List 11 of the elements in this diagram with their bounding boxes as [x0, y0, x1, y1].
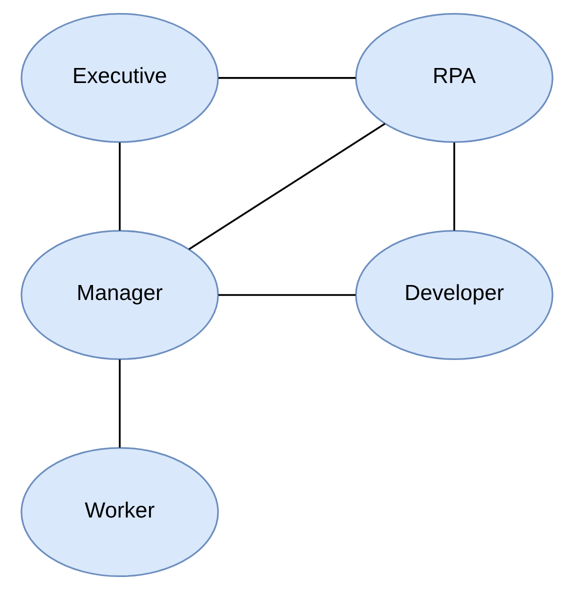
- node-ellipse: Executive: [20, 12, 218, 143]
- node-ellipse: RPA: [354, 12, 553, 143]
- node-ellipse: Worker: [20, 447, 218, 578]
- connector: [118, 360, 120, 448]
- connector: [118, 142, 120, 231]
- connector: [452, 142, 455, 231]
- connector: [218, 77, 356, 79]
- node-ellipse: Manager: [20, 230, 218, 360]
- connector: [218, 294, 356, 296]
- node-ellipse: Developer: [354, 230, 553, 360]
- connector: [188, 122, 385, 250]
